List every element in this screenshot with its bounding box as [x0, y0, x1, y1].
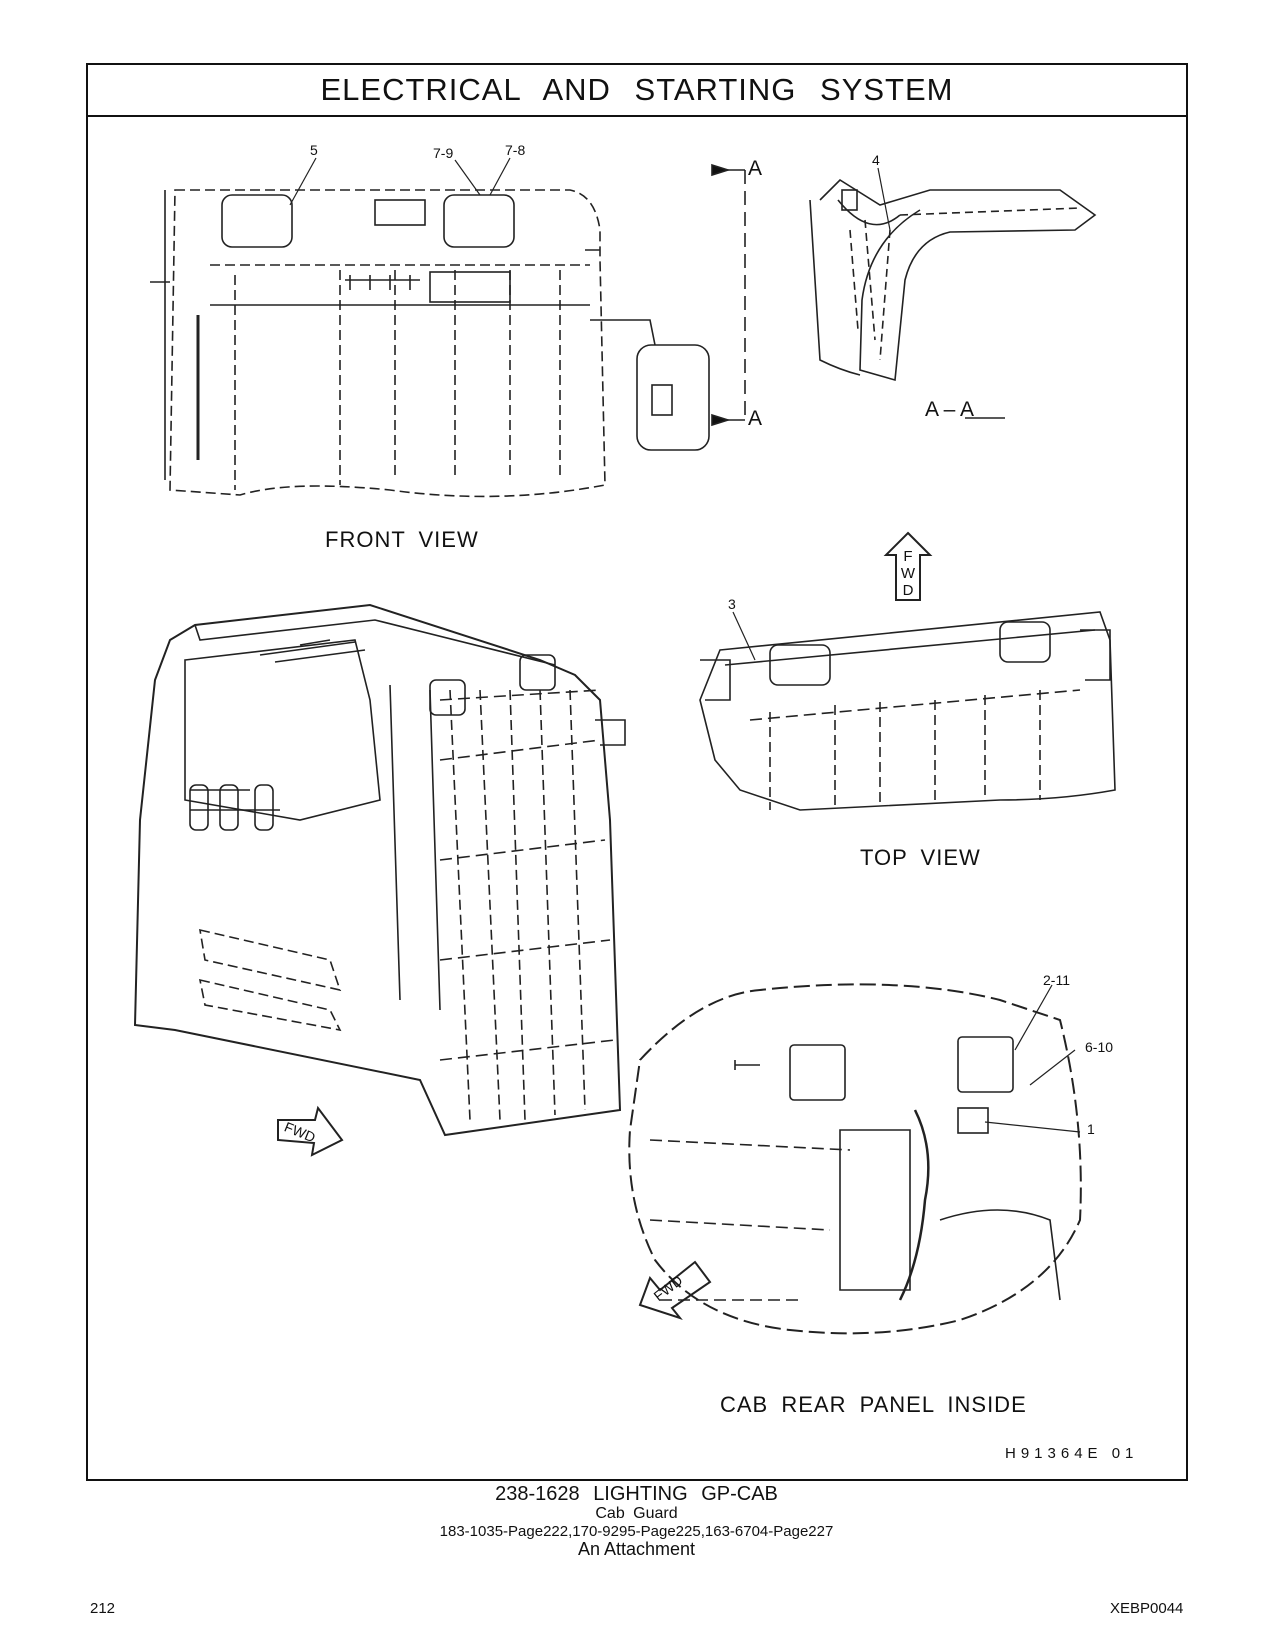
callout-3: 3	[728, 596, 736, 612]
front-view-drawing	[150, 189, 710, 498]
fwd-arrow-diagonal-2	[638, 1260, 712, 1320]
diagram-frame: ELECTRICAL AND STARTING SYSTEM	[86, 63, 1188, 1481]
top-view-drawing	[699, 611, 1116, 811]
rear-panel-label: CAB REAR PANEL INSIDE	[720, 1392, 1027, 1417]
front-view-label: FRONT VIEW	[325, 527, 479, 552]
section-line-a-a	[711, 163, 746, 427]
callout-5: 5	[310, 142, 318, 158]
rear-panel-drawing	[628, 983, 1082, 1335]
callout-4: 4	[872, 152, 880, 168]
caption-subtitle: Cab Guard	[595, 1505, 678, 1522]
fwd-arrow-up	[883, 531, 933, 601]
leader-lines	[289, 157, 1081, 1133]
fwd-vertical-label: FWD	[899, 548, 917, 599]
diagram-title: ELECTRICAL AND STARTING SYSTEM	[88, 65, 1186, 117]
callout-2-11: 2-11	[1043, 972, 1070, 988]
top-view-label: TOP VIEW	[860, 845, 981, 870]
cab-3d-drawing	[133, 603, 626, 1137]
caption-part-title: 238-1628 LIGHTING GP-CAB	[495, 1483, 778, 1505]
caption-page-refs: 183-1035-Page222,170-9295-Page225,163-67…	[439, 1523, 834, 1540]
illustration-reference: H91364E 01	[1005, 1445, 1139, 1462]
callout-7-8: 7-8	[505, 142, 526, 158]
page-number: 212	[90, 1600, 116, 1617]
section-label-a-a: A – A	[925, 398, 975, 421]
callout-7-9: 7-9	[433, 145, 454, 161]
section-marker-a-top: A	[748, 157, 763, 180]
fwd-vertical-text: FWD	[899, 548, 917, 602]
document-id: XEBP0044	[1110, 1600, 1184, 1617]
caption-note: An Attachment	[577, 1539, 696, 1559]
section-marker-a-bottom: A	[748, 407, 763, 430]
section-a-a-drawing	[809, 178, 1097, 419]
fwd-arrow-diagonal-1	[277, 1105, 344, 1157]
callout-1: 1	[1087, 1121, 1095, 1137]
callout-6-10: 6-10	[1085, 1039, 1114, 1055]
